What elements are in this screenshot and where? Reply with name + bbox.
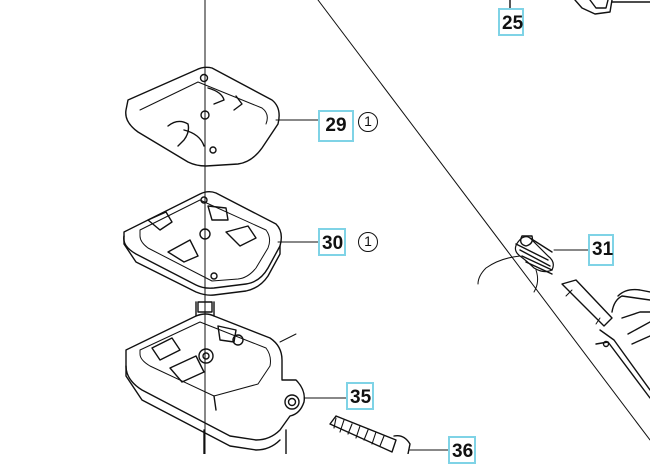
- callout-part-30: 30: [318, 228, 346, 256]
- part-30-frame: [123, 191, 319, 296]
- callout-part-25: 25: [498, 8, 524, 36]
- part-25-fragment: [509, 0, 650, 15]
- note-symbol-29: 1: [358, 112, 378, 132]
- note-symbol-30: 1: [358, 232, 378, 252]
- part-29-gasket: [125, 66, 319, 167]
- callout-part-31: 31: [588, 234, 614, 266]
- callout-part-36: 36: [448, 436, 476, 464]
- cable-line: [317, 0, 650, 441]
- part-36-screw: [329, 415, 449, 454]
- part-35-body: [125, 301, 347, 454]
- callout-part-35: 35: [346, 382, 374, 410]
- exploded-parts-diagram: [123, 0, 650, 454]
- callout-part-29: 29: [318, 110, 354, 142]
- part-31-spring: [477, 235, 589, 293]
- part-linkage-rod: [561, 279, 650, 399]
